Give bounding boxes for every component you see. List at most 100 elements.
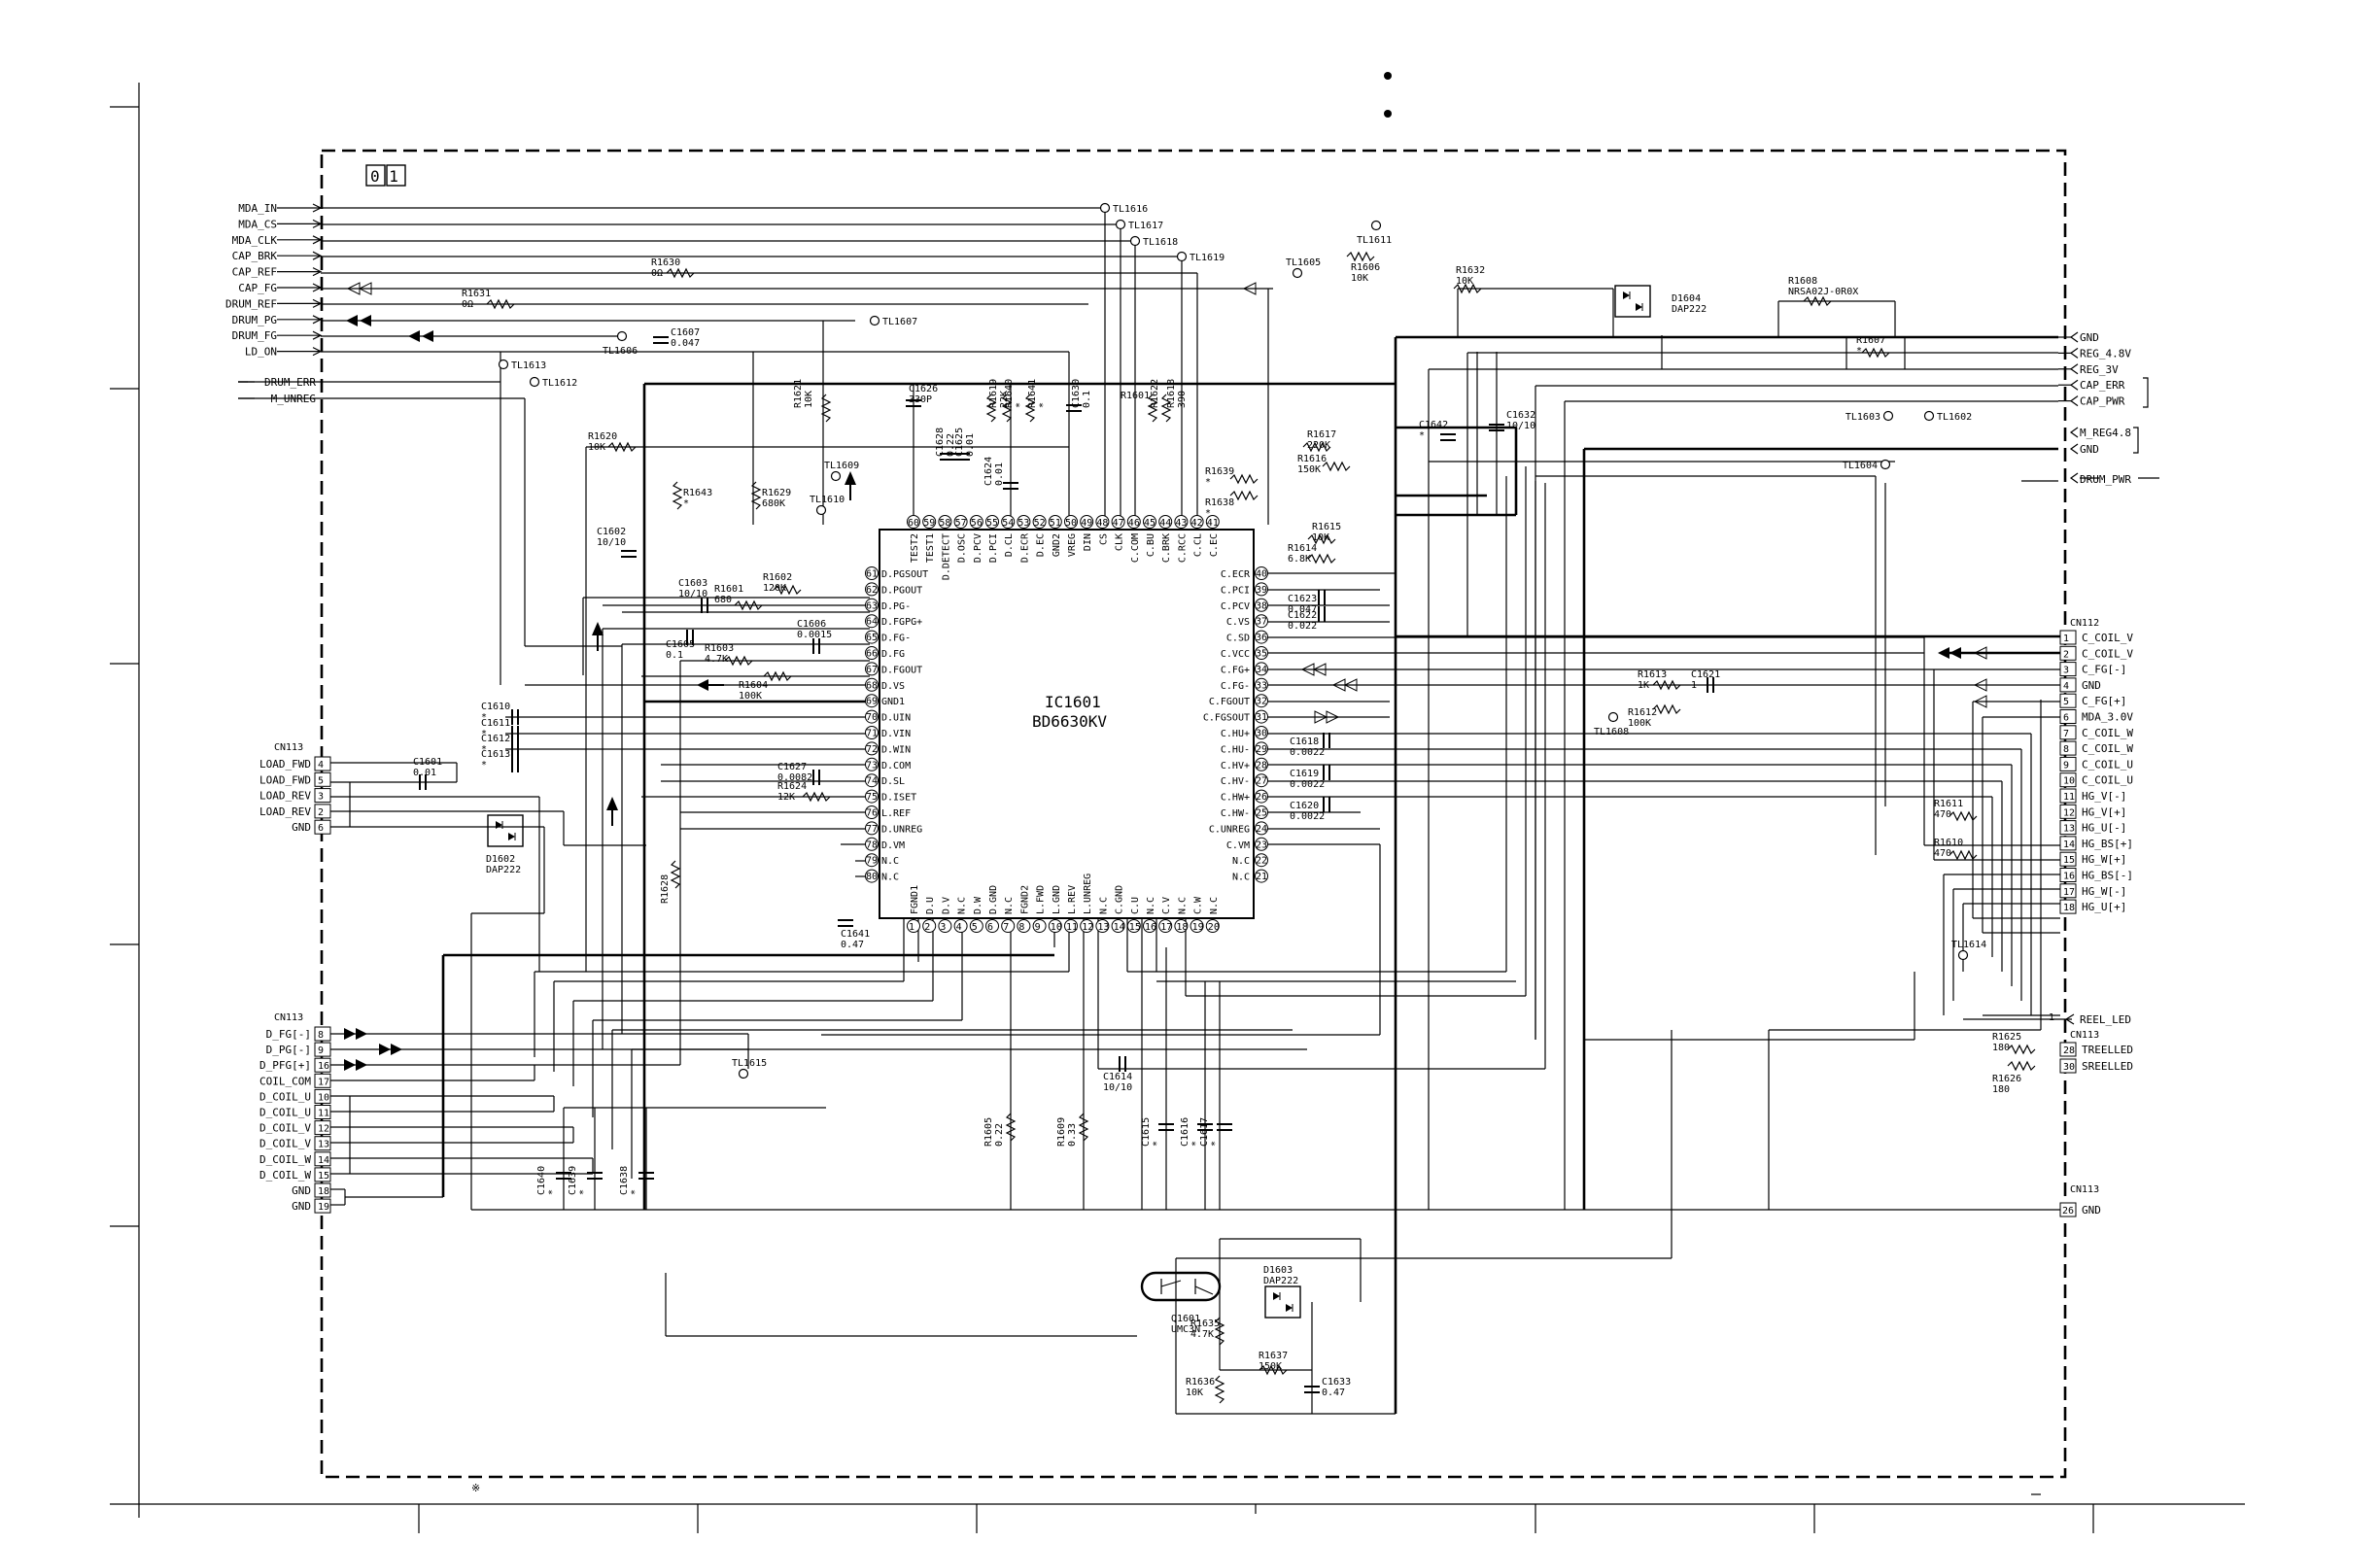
connector-pin-number: 13	[318, 1140, 329, 1150]
signal-label: DRUM_REF	[225, 297, 277, 310]
connector-pin-number: 18	[2063, 903, 2075, 913]
ic-pin-number: 58	[939, 518, 950, 529]
test-point-tl1608: TL1608	[1594, 711, 1629, 737]
ic-pin-label: D.W	[973, 896, 983, 914]
ic-pin-number: 29	[1256, 744, 1267, 755]
ic-pin-number: 12	[1082, 922, 1093, 933]
ic-pin-marker	[1174, 515, 1189, 529]
ic-pin-number: 41	[1207, 518, 1219, 529]
connector-pin-label: LOAD_FWD	[259, 758, 311, 771]
ic-pin-marker	[922, 919, 937, 933]
diode-pair-icon	[1264, 1285, 1301, 1319]
test-point-icon	[1880, 459, 1891, 470]
connector-pin-number: 30	[2063, 1062, 2075, 1073]
signal-label: CAP_REF	[232, 266, 277, 279]
ic-pin-number: 36	[1256, 633, 1267, 643]
connector-pin-box	[2059, 804, 2077, 819]
test-point-tl1607: TL1607	[869, 315, 917, 327]
component-value: 1K	[1638, 680, 1649, 691]
signal-label: GND	[2080, 443, 2099, 456]
test-point-icon	[869, 315, 880, 326]
ic-pin-label: L.FWD	[1036, 885, 1047, 914]
component-c1639: C1639*	[568, 1166, 603, 1195]
connector-pin-label: LOAD_REV	[259, 805, 311, 818]
ic-pin-marker	[1095, 515, 1110, 529]
ic-pin-number: 61	[866, 569, 878, 580]
component-value: 150K	[1259, 1361, 1282, 1372]
ic-pin-marker	[1255, 598, 1268, 612]
ic-pin-label: CS	[1098, 533, 1109, 545]
component-ref: C1617	[1199, 1117, 1210, 1147]
component-ref: C1620	[1290, 801, 1319, 811]
connector-pin-box	[2059, 645, 2077, 661]
ic-pin-number: 44	[1159, 518, 1171, 529]
component-value: 0.01	[413, 768, 436, 778]
connector-pin-box	[2059, 756, 2077, 771]
ic-pin-number: 37	[1256, 617, 1267, 628]
ic-pin-number: 63	[866, 600, 878, 611]
ic-part-label: BD6630KV	[1032, 712, 1107, 731]
ic-pin-marker	[1080, 919, 1094, 933]
component-ref: C1638	[619, 1166, 630, 1195]
connector-pin-box	[2059, 1042, 2077, 1057]
component-ref: C1627	[777, 762, 807, 772]
connector-pin-box	[314, 756, 331, 771]
ic-pin-label: D.PG-	[881, 601, 911, 612]
ic-pin-label: C.VCC	[1221, 649, 1250, 660]
test-point-tl1614: TL1614	[1951, 940, 1986, 961]
component-c1611: C1611*	[481, 718, 519, 741]
component-ref: C1611	[481, 718, 510, 729]
connector-pin-label: C_COIL_W	[2082, 727, 2133, 739]
resistor-icon	[1214, 1375, 1225, 1404]
ic-pin-number: 35	[1256, 649, 1267, 660]
resistor-icon	[607, 441, 637, 453]
component-value: 1	[1691, 680, 1697, 691]
connector-pin-label: LOAD_FWD	[259, 773, 311, 786]
ic-pin-number: 16	[1145, 922, 1156, 933]
signal-label: REG_3V	[2080, 363, 2119, 376]
connector-pin-number: 17	[318, 1077, 329, 1087]
component-ref: C1605	[666, 639, 695, 650]
component-ref: R1625	[1992, 1032, 2021, 1043]
resistor-icon	[1160, 394, 1172, 423]
component-value: 0.0022	[1290, 779, 1325, 790]
component-ref: R1620	[588, 431, 617, 442]
ic-pin-number: 69	[866, 697, 878, 707]
ic-pin-label: N.C	[881, 856, 899, 867]
ic-pin-number: 20	[1208, 922, 1220, 933]
connector-pin-box	[2059, 693, 2077, 708]
connector-pin-label: GND	[292, 1184, 311, 1197]
component-ref: R1602	[763, 572, 792, 583]
ic-pin-label: C.SD	[1226, 634, 1250, 644]
connector-pin-box	[2059, 820, 2077, 836]
component-ref: C1603	[678, 578, 707, 589]
ic-pin-marker	[1255, 726, 1268, 739]
test-point-icon	[529, 376, 540, 388]
ic-pin-label: L.UNREG	[1083, 874, 1093, 914]
component-value: 0.01	[994, 463, 1005, 486]
component-c1615: C1615*	[1141, 1117, 1174, 1147]
component-ref: R1640	[1004, 379, 1015, 408]
board-outline	[320, 149, 2067, 1479]
ic-pin-number: 62	[866, 585, 878, 596]
connector-pin-label: HG_V[-]	[2082, 790, 2126, 803]
connector-pin-number: 6	[2063, 713, 2069, 724]
resistor-icon	[1214, 1317, 1225, 1346]
ic-pin-number: 72	[866, 744, 878, 755]
ic-pin-marker	[1255, 694, 1268, 708]
ic-pin-marker	[938, 919, 952, 933]
component-value: 0.047	[671, 338, 700, 349]
resistor-icon	[666, 267, 695, 279]
ic-pin-marker	[1255, 566, 1268, 580]
test-point-tl1615: TL1615	[732, 1058, 767, 1079]
signal-label: REG_4.8V	[2080, 347, 2131, 360]
component-value: 10K	[1312, 532, 1329, 543]
connector-pin-number: 4	[2063, 681, 2069, 692]
